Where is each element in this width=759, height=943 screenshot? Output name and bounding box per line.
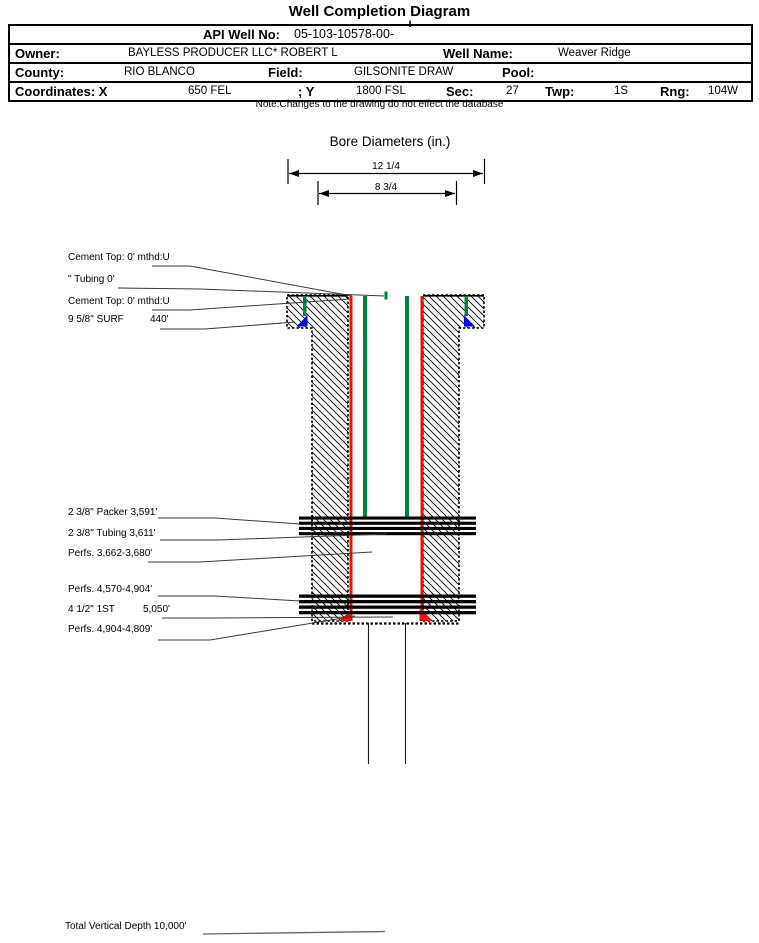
owner-value: BAYLESS PRODUCER LLC* ROBERT L [128, 47, 338, 59]
range-label: Rng: [660, 84, 690, 99]
well-name-label: Well Name: [443, 46, 513, 61]
leader-prod-casing [162, 616, 394, 619]
section-value: 27 [506, 85, 519, 97]
surface-casing-size: 9 5/8" SURF [68, 314, 124, 325]
tubing-left [363, 296, 367, 517]
table-row-county: County: RIO BLANCO Field: GILSONITE DRAW… [10, 64, 751, 83]
coordinates-label: Coordinates: X [15, 84, 108, 99]
y-coordinate-value: 1800 FSL [356, 85, 406, 97]
surface-casing-left [303, 296, 307, 316]
arrowhead-right-inner [445, 190, 455, 197]
api-well-no-value: 05-103-10578-00- [294, 27, 395, 41]
table-row-api: API Well No: 05-103-10578-00- [10, 26, 751, 45]
cement-top-2-label: Cement Top: 0' mthd:U [68, 296, 170, 307]
production-casing-depth: 5,050' [143, 604, 170, 615]
township-label: Twp: [545, 84, 575, 99]
arrowhead-left-outer [289, 170, 299, 177]
range-value: 104W [708, 85, 739, 97]
production-casing-right [420, 296, 424, 621]
cement-column-right [422, 294, 485, 622]
tvd-line [202, 930, 386, 935]
leader-cement-top-2 [152, 298, 351, 311]
header-table: API Well No: 05-103-10578-00- Owner: BAY… [8, 24, 753, 102]
field-label: Field: [268, 65, 303, 80]
county-label: County: [15, 65, 65, 80]
table-row-coordinates: Coordinates: X 650 FEL ; Y 1800 FSL Sec:… [10, 83, 751, 100]
total-vertical-depth-label: Total Vertical Depth 10,000' [65, 921, 187, 932]
leader-tubing-top [117, 287, 385, 297]
arrowhead-left-inner [319, 190, 329, 197]
bore-diameters-title: Bore Diameters (in.) [329, 134, 451, 149]
perfs-1-label: Perfs. 3,662-3,680' [68, 548, 153, 559]
owner-label: Owner: [15, 46, 60, 61]
perfs-2-label: Perfs. 4,570-4,904' [68, 584, 153, 595]
leader-tubing [160, 533, 388, 541]
production-casing-size: 4 1/2" 1ST [68, 604, 115, 615]
bore-dimension-outer [287, 159, 486, 184]
surface-casing-label: 9 5/8" SURF 440' [68, 314, 169, 325]
surface-shoe-right [464, 315, 475, 327]
township-value: 1S [614, 85, 629, 97]
cement-column-left [286, 294, 349, 622]
production-casing-left [349, 296, 353, 621]
pool-label: Pool: [502, 65, 535, 80]
tubing-label: 2 3/8" Tubing 3,611' [68, 528, 156, 539]
bore-dimension-inner [317, 181, 458, 205]
leader-perfs-3 [158, 615, 356, 641]
tubing-right [405, 296, 409, 517]
field-value: GILSONITE DRAW [354, 66, 454, 78]
bore-outer-diameter-value: 12 1/4 [372, 161, 400, 172]
leader-surface-casing [160, 321, 296, 330]
database-note: Note:Changes to the drawing do not effec… [255, 99, 504, 110]
well-name-value: Weaver Ridge [558, 47, 631, 59]
api-well-no-label: API Well No: [202, 27, 280, 42]
leader-perfs-2 [158, 595, 301, 602]
perforation-bands [299, 594, 476, 615]
bore-inner-diameter-value: 8 3/4 [374, 182, 398, 193]
section-label: Sec: [446, 84, 474, 99]
leader-perfs-1 [148, 551, 373, 563]
packer-bands [299, 516, 476, 536]
county-value: RIO BLANCO [124, 66, 195, 78]
production-casing-label: 4 1/2" 1ST 5,050' [68, 604, 170, 615]
packer-label: 2 3/8" Packer 3,591' [68, 507, 158, 518]
leader-packer [158, 517, 301, 525]
surface-shoe-left [296, 315, 308, 327]
tubing-hanger-tick [384, 291, 388, 300]
leader-cement-top-1 [152, 265, 353, 297]
perfs-3-label: Perfs. 4,904-4,809' [68, 624, 153, 635]
cement-top-1-label: Cement Top: 0' mthd:U [68, 252, 170, 263]
leader-lines [117, 265, 394, 641]
page-title: Well Completion Diagram [288, 3, 471, 20]
x-coordinate-value: 650 FEL [188, 85, 232, 97]
y-coordinate-label: ; Y [298, 84, 315, 99]
tubing-top-label: " Tubing 0' [68, 274, 115, 285]
arrowhead-right-outer [473, 170, 483, 177]
surface-casing-depth: 440' [150, 314, 169, 325]
surface-casing-right [464, 296, 468, 316]
table-row-owner: Owner: BAYLESS PRODUCER LLC* ROBERT L We… [10, 45, 751, 64]
